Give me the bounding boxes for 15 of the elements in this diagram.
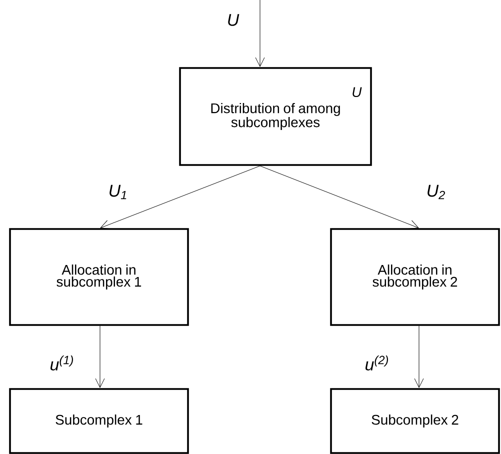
- process-box: Allocation in subcomplex 1: [9, 228, 189, 326]
- process-box: Subcomplex 1: [9, 388, 189, 454]
- process-box: Subcomplex 2: [330, 388, 500, 454]
- edge-label: u$^{(2)}$: [366, 356, 388, 370]
- edge-label: U$_{1}$: [110, 184, 126, 200]
- edge-label: u$^{(1)}$: [50, 356, 73, 370]
- arrow: [100, 166, 260, 230]
- arrow: [414, 326, 424, 388]
- arrow: [255, 0, 265, 67]
- edge-label: U$_{2}$: [428, 184, 445, 200]
- variable-label: U: [352, 87, 362, 98]
- arrow: [260, 166, 419, 230]
- edge-label: U: [228, 14, 240, 26]
- process-box: Allocation in subcomplex 2: [330, 228, 500, 326]
- arrow: [95, 326, 105, 388]
